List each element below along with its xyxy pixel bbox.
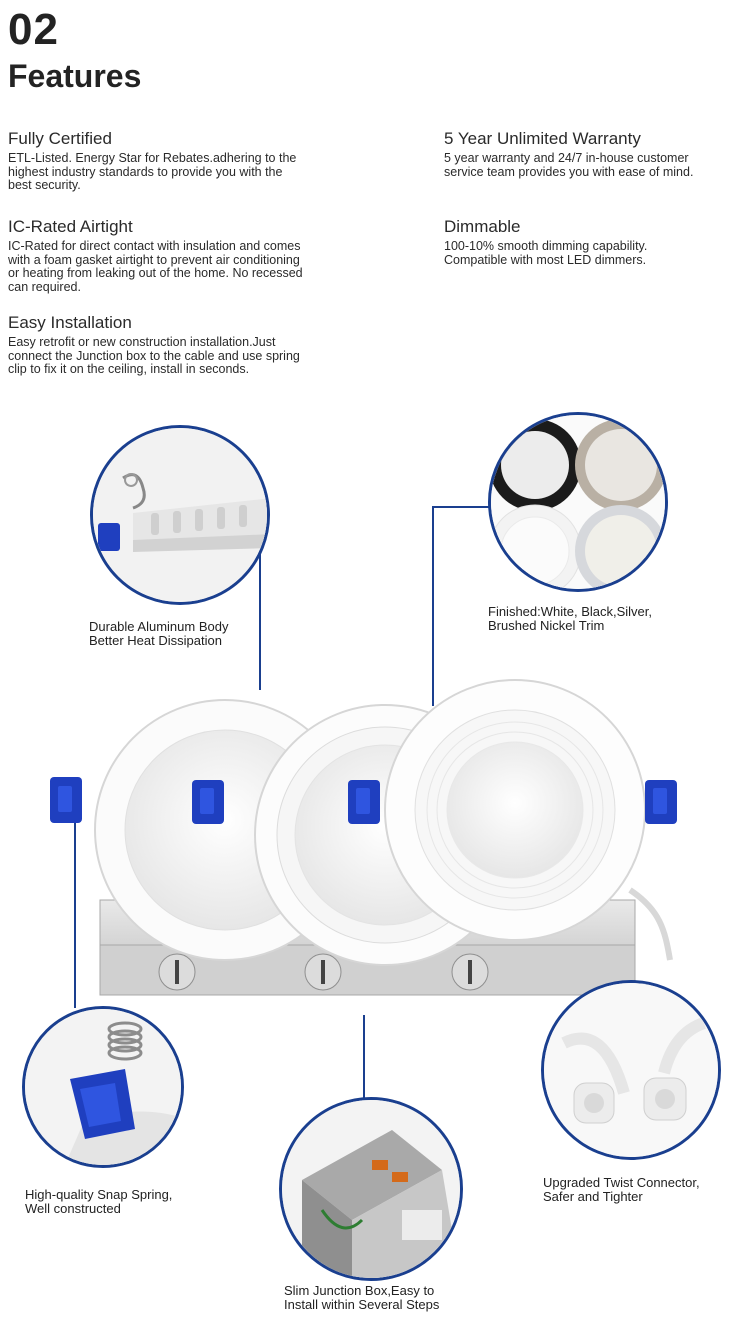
desc-line: 5 year warranty and 24/7 in-house custom…: [444, 151, 689, 165]
callout-junction: Slim Junction Box,Easy to Install within…: [284, 1284, 439, 1312]
callout-line-aluminum: [259, 512, 261, 690]
callout-line-spring: [74, 818, 76, 1008]
desc-line: best security.: [8, 178, 81, 192]
twist-connector-detail-image: [541, 980, 721, 1160]
feature-fully-certified: Fully Certified ETL-Listed. Energy Star …: [8, 129, 368, 193]
callout-spring: High-quality Snap Spring, Well construct…: [25, 1188, 172, 1216]
callout-connector: Upgraded Twist Connector, Safer and Tigh…: [543, 1176, 700, 1204]
callout-line-text: High-quality Snap Spring,: [25, 1187, 173, 1202]
feature-title: Fully Certified: [8, 129, 112, 148]
feature-title: 5 Year Unlimited Warranty: [444, 129, 641, 148]
feature-title: IC-Rated Airtight: [8, 217, 133, 236]
feature-description: 5 year warranty and 24/7 in-house custom…: [444, 151, 744, 179]
desc-line: IC-Rated for direct contact with insulat…: [8, 239, 301, 253]
callout-line-text: Safer and Tighter: [543, 1189, 643, 1204]
desc-line: ETL-Listed. Energy Star for Rebates.adhe…: [8, 151, 297, 165]
callout-line-finishes-h: [432, 506, 494, 508]
callout-line-text: Durable Aluminum Body: [89, 619, 229, 634]
feature-description: IC-Rated for direct contact with insulat…: [8, 239, 378, 294]
section-number: 02: [8, 5, 59, 54]
desc-line: connect the Junction box to the cable an…: [8, 348, 300, 363]
desc-line: with a foam gasket airtight to prevent a…: [8, 252, 300, 267]
feature-description: Easy retrofit or new construction instal…: [8, 335, 368, 377]
aluminum-body-detail-image: [90, 425, 270, 605]
desc-line: or heating from leaking out of the home.…: [8, 266, 303, 280]
feature-dimmable: Dimmable 100-10% smooth dimming capabili…: [444, 217, 744, 267]
feature-description: 100-10% smooth dimming capability. Compa…: [444, 239, 744, 267]
desc-line: 100-10% smooth dimming capability.: [444, 239, 648, 253]
feature-easy-installation: Easy Installation Easy retrofit or new c…: [8, 313, 368, 377]
callout-line-finishes: [432, 506, 434, 706]
feature-warranty: 5 Year Unlimited Warranty 5 year warrant…: [444, 129, 744, 179]
downlight-product-image: [40, 660, 720, 1020]
desc-line: Compatible with most LED dimmers.: [444, 252, 647, 267]
desc-line: highest industry standards to provide yo…: [8, 164, 283, 179]
callout-line-text: Well constructed: [25, 1201, 121, 1216]
callout-line-text: Slim Junction Box,Easy to: [284, 1283, 435, 1298]
feature-title: Easy Installation: [8, 313, 132, 332]
callout-line-text: Install within Several Steps: [284, 1297, 440, 1312]
desc-line: clip to fix it on the ceiling, install i…: [8, 362, 250, 376]
junction-box-detail-image: [279, 1097, 463, 1281]
callout-line-text: Better Heat Dissipation: [89, 633, 222, 648]
desc-line: can required.: [8, 279, 81, 294]
callout-finishes: Finished:White, Black,Silver, Brushed Ni…: [488, 605, 652, 633]
desc-line: Easy retrofit or new construction instal…: [8, 335, 276, 349]
feature-title: Dimmable: [444, 217, 521, 236]
section-title: Features: [8, 58, 142, 94]
callout-line-text: Finished:White, Black,Silver,: [488, 604, 653, 619]
desc-line: service team provides you with ease of m…: [444, 164, 694, 179]
callout-line-text: Upgraded Twist Connector,: [543, 1175, 700, 1190]
trim-finishes-image: [488, 412, 668, 592]
snap-spring-detail-image: [22, 1006, 184, 1168]
feature-description: ETL-Listed. Energy Star for Rebates.adhe…: [8, 151, 368, 193]
feature-ic-rated: IC-Rated Airtight IC-Rated for direct co…: [8, 217, 378, 294]
callout-line-text: Brushed Nickel Trim: [488, 618, 605, 633]
callout-aluminum: Durable Aluminum Body Better Heat Dissip…: [89, 620, 228, 648]
callout-line-junction: [363, 1015, 365, 1115]
